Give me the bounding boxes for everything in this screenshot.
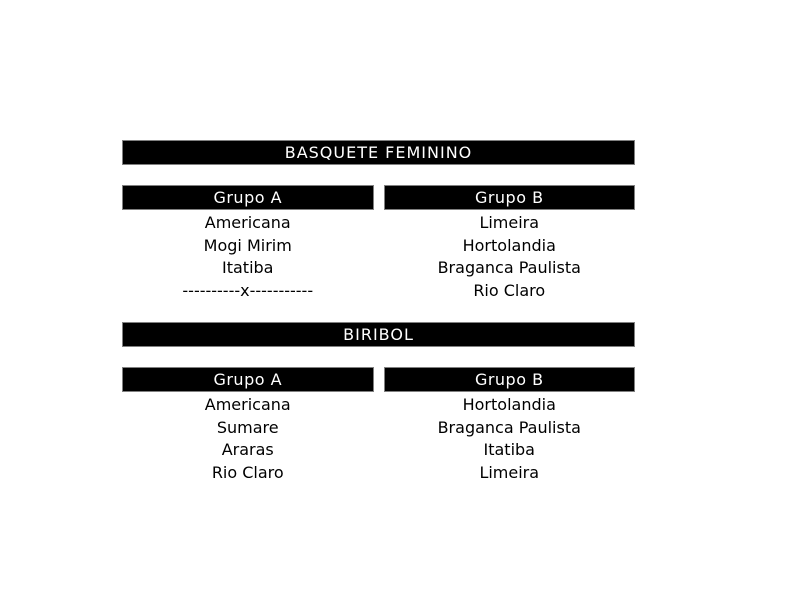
team-row: Braganca Paulista [437, 258, 581, 277]
team-row: Americana [204, 213, 291, 232]
team-row: Itatiba [222, 258, 274, 277]
team-list: Limeira Hortolandia Braganca Paulista Ri… [384, 212, 636, 302]
group-header: Grupo B [383, 367, 635, 392]
team-row: Rio Claro [211, 462, 284, 482]
team-list: Hortolandia Braganca Paulista Itatiba Li… [384, 394, 636, 484]
team-row: Itatiba [483, 440, 535, 459]
team-row: Braganca Paulista [437, 417, 581, 437]
placeholder-row: ----------x----------- [182, 280, 314, 300]
team-list: Americana Sumare Araras Rio Claro [122, 394, 374, 484]
team-row: Limeira [479, 462, 540, 482]
team-row: Limeira [479, 213, 540, 232]
group-column-b: Grupo B Hortolandia Braganca Paulista It… [383, 367, 636, 484]
tournament-groups-content: BASQUETE FEMININO Grupo A Americana Mogi… [122, 140, 635, 504]
group-column-a: Grupo A Americana Sumare Araras Rio Clar… [122, 367, 374, 484]
group-column-a: Grupo A Americana Mogi Mirim Itatiba ---… [122, 185, 374, 302]
section-title-bar: BASQUETE FEMININO [122, 140, 635, 165]
group-header: Grupo A [122, 367, 374, 392]
group-header: Grupo A [122, 185, 374, 210]
section-title-bar: BIRIBOL [122, 322, 635, 347]
team-row: Sumare [216, 417, 279, 437]
groups-row: Grupo A Americana Mogi Mirim Itatiba ---… [122, 185, 635, 302]
section-biribol: BIRIBOL Grupo A Americana Sumare Araras … [122, 322, 635, 484]
team-row: Araras [221, 440, 274, 459]
team-row: Hortolandia [462, 235, 556, 255]
groups-row: Grupo A Americana Sumare Araras Rio Clar… [122, 367, 635, 484]
team-row: Rio Claro [473, 280, 546, 300]
section-basquete-feminino: BASQUETE FEMININO Grupo A Americana Mogi… [122, 140, 635, 302]
team-row: Hortolandia [462, 395, 556, 414]
team-row: Mogi Mirim [203, 235, 292, 255]
team-list: Americana Mogi Mirim Itatiba ----------x… [122, 212, 374, 302]
team-row: Americana [204, 395, 291, 414]
group-column-b: Grupo B Limeira Hortolandia Braganca Pau… [383, 185, 636, 302]
group-header: Grupo B [383, 185, 635, 210]
